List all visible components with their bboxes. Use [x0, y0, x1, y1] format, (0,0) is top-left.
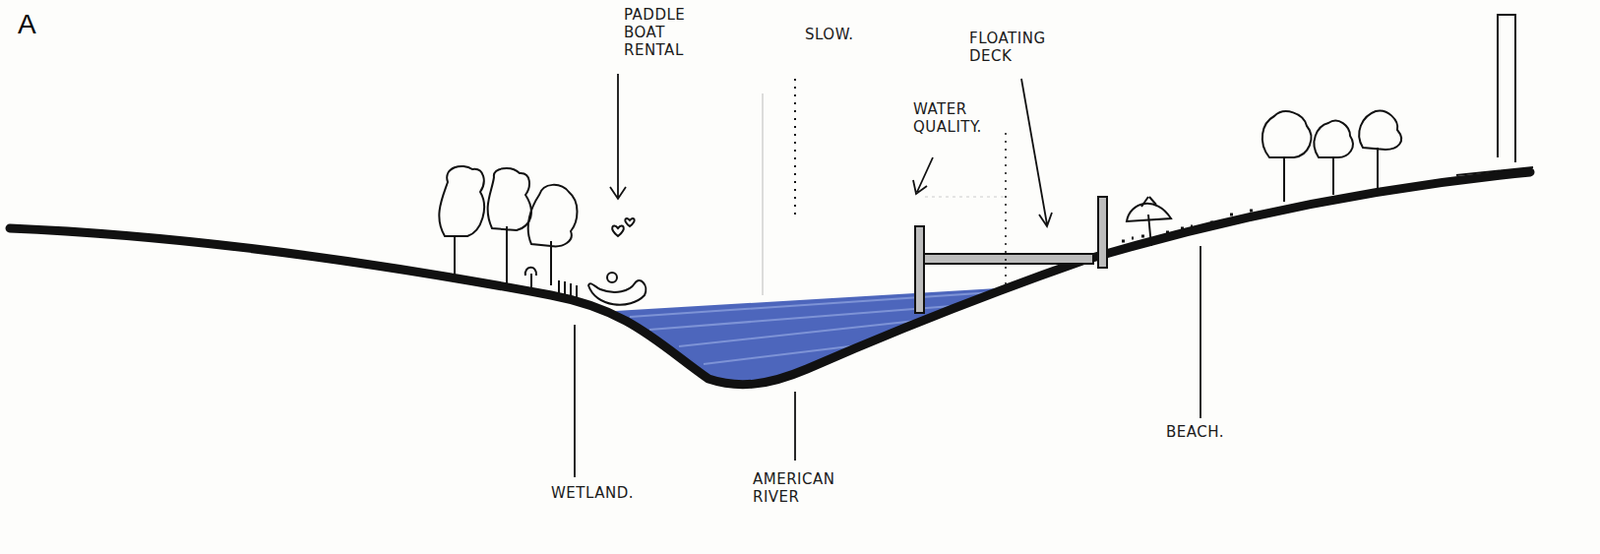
deck-guide-line — [1004, 132, 1007, 291]
callout-label: WATER QUALITY. — [913, 100, 1002, 136]
callout-label: SLOW. — [804, 25, 884, 44]
callout-label: PADDLE BOAT RENTAL — [623, 5, 703, 60]
zone-label: WETLAND. — [551, 484, 660, 502]
upland-trees — [1262, 111, 1402, 202]
callout-label: FLOATING DECK — [969, 29, 1058, 65]
wetland-trees — [438, 166, 577, 302]
building-outline — [1456, 14, 1534, 176]
paddle-boat — [588, 218, 646, 306]
water-texture — [629, 292, 994, 365]
guide-line — [924, 196, 1004, 198]
leader-lines — [574, 73, 1201, 478]
floating-deck — [915, 196, 1108, 313]
ground-line — [9, 172, 1531, 385]
river-label: AMERICAN RIVER — [752, 470, 881, 506]
beach-sand-dots — [1121, 210, 1253, 242]
guide-line — [762, 93, 764, 296]
section-letter: A — [17, 9, 58, 40]
slow-zone-line — [794, 78, 797, 215]
zone-label: BEACH. — [1166, 423, 1265, 441]
